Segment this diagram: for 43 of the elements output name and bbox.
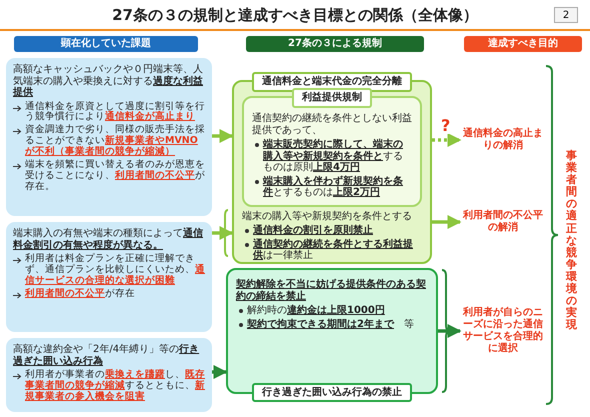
description-text: 高額なキャッシュバックや０円端末等、人気端末の購入や乗換えに対する過度な利益提供: [13, 64, 204, 98]
arrow: [212, 226, 234, 240]
description-text: 通信契約の継続を条件としない利益提供であって、: [252, 113, 412, 136]
column-header: [464, 36, 582, 52]
arrow: [438, 324, 462, 338]
arrow: [212, 365, 228, 379]
section-title: 利益提供規制: [292, 88, 372, 108]
heading-text: 通信料金の高止まりの解消: [463, 128, 543, 151]
page-title: 27条の３の規制と達成すべき目標との関係（全体像）: [111, 6, 479, 25]
consequence-text: 利用者が事業者の乗換えを躊躇し、既存事業者間の競争が縮減するとともに、新規事業者の参入機会を阻害: [25, 370, 205, 403]
page-number: 2: [554, 7, 578, 23]
description-text: 端末の購入等や新規契約を条件とする: [242, 210, 413, 222]
arrow: [212, 129, 234, 143]
issue-box: [6, 338, 212, 412]
bullet-text: 契約で拘束できる期間は2年まで 等: [247, 318, 414, 330]
bullet-text: 通信契約の継続を条件とする利益提供は一律禁止: [253, 238, 414, 262]
vertical-text: 事業者間の適正な競争環境の実現: [566, 150, 577, 332]
bullet-text: 端末購入を伴わず新規契約を条件とするものは上限2万円: [263, 176, 404, 198]
heading-text: 利用者が自らのニーズに沿った通信サービスを合理的に選択: [463, 307, 543, 354]
consequence-text: 資金調達力で劣り、同様の販売手法を採ることができない新規事業者やMVNOが不利（事業者間の競争が縮減）: [25, 125, 205, 158]
consequence-text: 利用者は料金プランを正確に理解できず、通信プランを比較しにくいため、通信サービスの合理的な選択が困難: [25, 254, 205, 287]
issue-box: [6, 222, 212, 332]
edge-label: ?: [440, 118, 452, 134]
section-title: 行き過ぎた囲い込み行為の禁止: [252, 382, 412, 402]
column-header: [14, 36, 198, 52]
heading-text: 利用者間の不公平の解消: [463, 210, 543, 233]
consequence-text: 端末を頻繁に買い替える者のみが恩恵を受けることになり、利用者間の不公平が存在。: [25, 160, 205, 193]
column-header: [246, 36, 424, 52]
bullet-text: 端末販売契約に際して、端末の購入等や新規契約を条件とするものは原則上限4万円: [263, 139, 404, 174]
bullet-text: 解約時の違約金は上限1000円: [247, 305, 385, 316]
bullet-text: 通信料金の割引を原則禁止: [253, 225, 373, 236]
heading-text: 27条の３による規制: [288, 38, 382, 50]
heading-text: 達成すべき目的: [488, 38, 558, 50]
arrow: [432, 215, 462, 229]
heading-text: 顕在化していた課題: [61, 38, 151, 50]
arrow: [432, 133, 462, 147]
issue-box: [6, 58, 212, 216]
description-text: 契約解除を不当に妨げる提供条件のある契約の締結を禁止: [236, 279, 427, 302]
section-title: 通信料金と端末代金の完全分離: [252, 72, 412, 92]
description-text: 高額な違約金や「2年/4年縛り」等の行き過ぎた囲い込み行為: [13, 344, 200, 367]
description-text: 端末購入の有無や端末の種類によって通信料金割引の有無や程度が異なる。: [13, 228, 204, 251]
consequence-text: 通信料金を原資として過度に割引等を行う競争慣行により通信料金が高止まり: [25, 102, 205, 124]
consequence-text: 利用者間の不公平が存在: [25, 288, 135, 300]
